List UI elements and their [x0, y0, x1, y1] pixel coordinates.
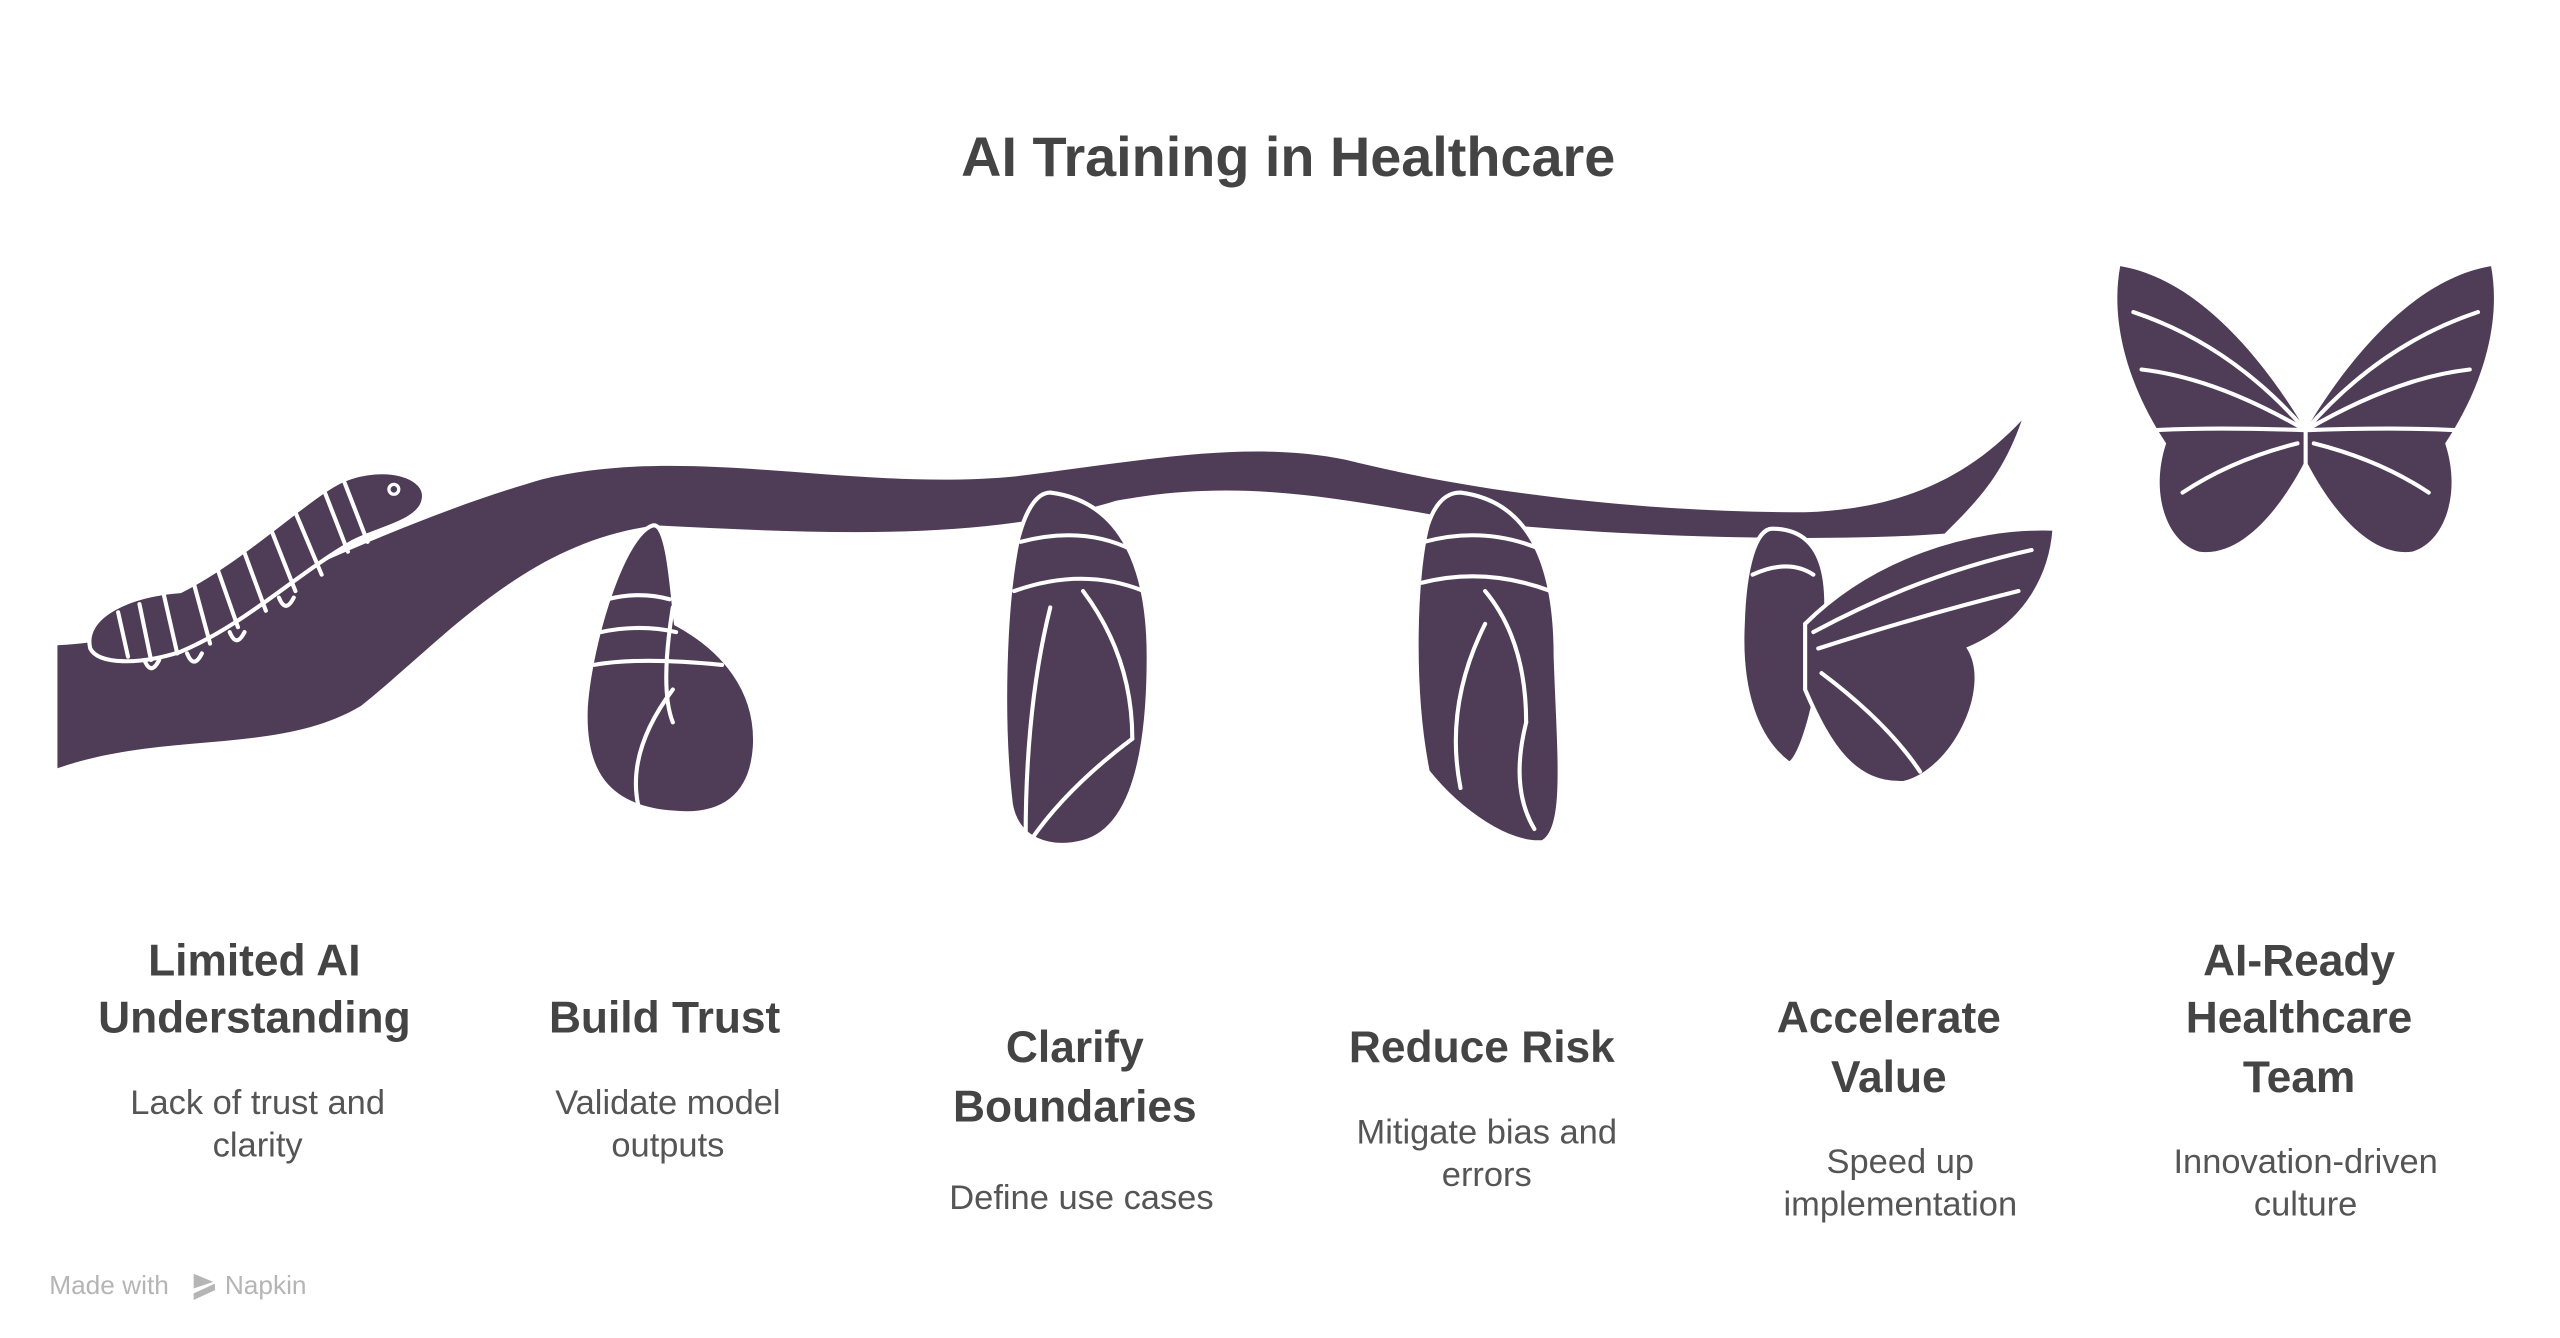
stage-description: Speed up [1827, 1143, 1975, 1181]
stage-limited-ai-understanding: Limited AI Understanding Lack of trust a… [98, 936, 411, 1164]
stage-description: implementation [1783, 1186, 2017, 1224]
watermark-brand: Napkin [225, 1270, 307, 1300]
stage-description: Lack of trust and [130, 1084, 385, 1122]
emerging-butterfly-icon [1740, 526, 2057, 786]
stage-title: Value [1831, 1053, 1947, 1102]
stage-ai-ready-healthcare-team: AI-Ready Healthcare Team Innovation-driv… [2173, 936, 2437, 1223]
stage-title: Team [2243, 1053, 2355, 1102]
stage-description: Define use cases [949, 1179, 1213, 1217]
stage-title: Boundaries [953, 1082, 1197, 1131]
chrysalis-early-icon [583, 523, 757, 816]
stage-title: AI-Ready [2203, 936, 2395, 985]
stage-title: Limited AI [148, 936, 360, 985]
stage-description: Mitigate bias and [1357, 1113, 1617, 1151]
stage-title: Understanding [98, 994, 411, 1043]
stage-description: Innovation-driven [2173, 1143, 2437, 1181]
stage-reduce-risk: Reduce Risk Mitigate bias and errors [1349, 1023, 1617, 1194]
stage-description: culture [2254, 1186, 2357, 1224]
stage-build-trust: Build Trust Validate model outputs [549, 994, 781, 1165]
watermark-prefix: Made with [49, 1270, 169, 1300]
stage-title: Clarify [1006, 1023, 1144, 1072]
diagram-title: AI Training in Healthcare [961, 125, 1615, 188]
stage-description: clarity [213, 1126, 304, 1164]
branch-illustration [57, 420, 2022, 769]
stage-title: Reduce Risk [1349, 1023, 1615, 1072]
stage-title: Build Trust [549, 994, 781, 1043]
chrysalis-late-icon [1414, 490, 1562, 845]
caterpillar-icon [87, 470, 426, 671]
butterfly-icon [2117, 266, 2494, 553]
stage-clarify-boundaries: Clarify Boundaries Define use cases [949, 1023, 1213, 1217]
stage-description: errors [1442, 1156, 1532, 1194]
stage-description: outputs [611, 1126, 724, 1164]
chrysalis-icon [1003, 490, 1151, 847]
napkin-logo-icon [193, 1273, 215, 1300]
stage-accelerate-value: Accelerate Value Speed up implementation [1777, 994, 2017, 1224]
stage-title: Healthcare [2186, 994, 2413, 1043]
stage-title: Accelerate [1777, 994, 2001, 1043]
stage-description: Validate model [555, 1084, 780, 1122]
napkin-watermark[interactable]: Made with Napkin [49, 1270, 307, 1300]
